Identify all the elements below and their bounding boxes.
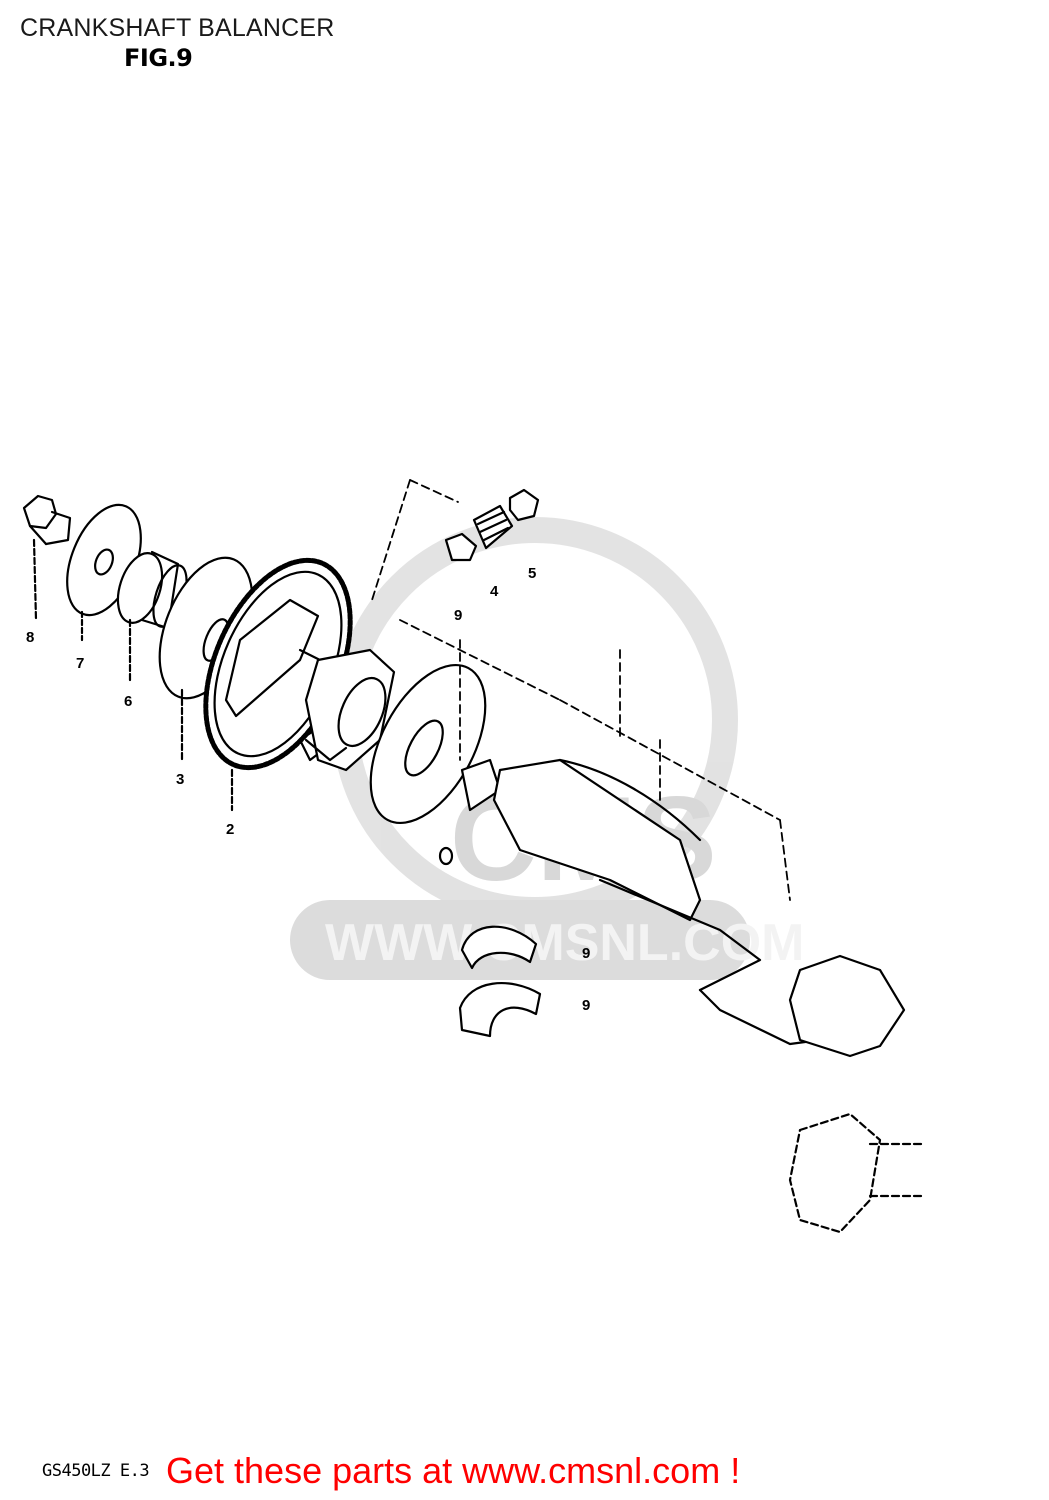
callout-numbers: 8 7 6 3 2 9 4 5 9 9	[26, 565, 590, 1014]
bearing-shell-upper	[460, 925, 538, 970]
callout-9-top: 9	[454, 607, 462, 624]
model-code: GS450LZ E.3	[42, 1461, 150, 1481]
callout-3: 3	[176, 771, 184, 788]
callout-6: 6	[124, 693, 132, 710]
callout-8: 8	[26, 629, 34, 646]
pin-part-9	[444, 532, 478, 562]
coupling-piece	[304, 648, 396, 772]
callout-2: 2	[226, 821, 234, 838]
callout-9-upper-shell: 9	[582, 945, 590, 962]
spring-part-4	[472, 504, 514, 550]
assembly-guide-lines	[371, 479, 791, 901]
promo-link[interactable]: Get these parts at www.cmsnl.com !	[166, 1450, 741, 1491]
large-washer	[369, 663, 487, 825]
bearing-shell-lower	[458, 982, 542, 1038]
cms-watermark: CMS WWW.CMSNL.COM	[290, 517, 804, 980]
balancer-shaft	[438, 758, 906, 1058]
callout-9-lower-shell: 9	[582, 997, 590, 1014]
cap-part-5	[508, 488, 540, 522]
callout-5: 5	[528, 565, 536, 582]
diagram-title: CRANKSHAFT BALANCER	[20, 14, 335, 42]
watermark-url: WWW.CMSNL.COM	[325, 914, 804, 972]
crank-end-sketch	[788, 1112, 926, 1234]
figure-label: FIG.9	[124, 44, 193, 72]
callout-4: 4	[490, 583, 499, 600]
bolt-part-8	[22, 494, 72, 622]
callout-7: 7	[76, 655, 84, 672]
